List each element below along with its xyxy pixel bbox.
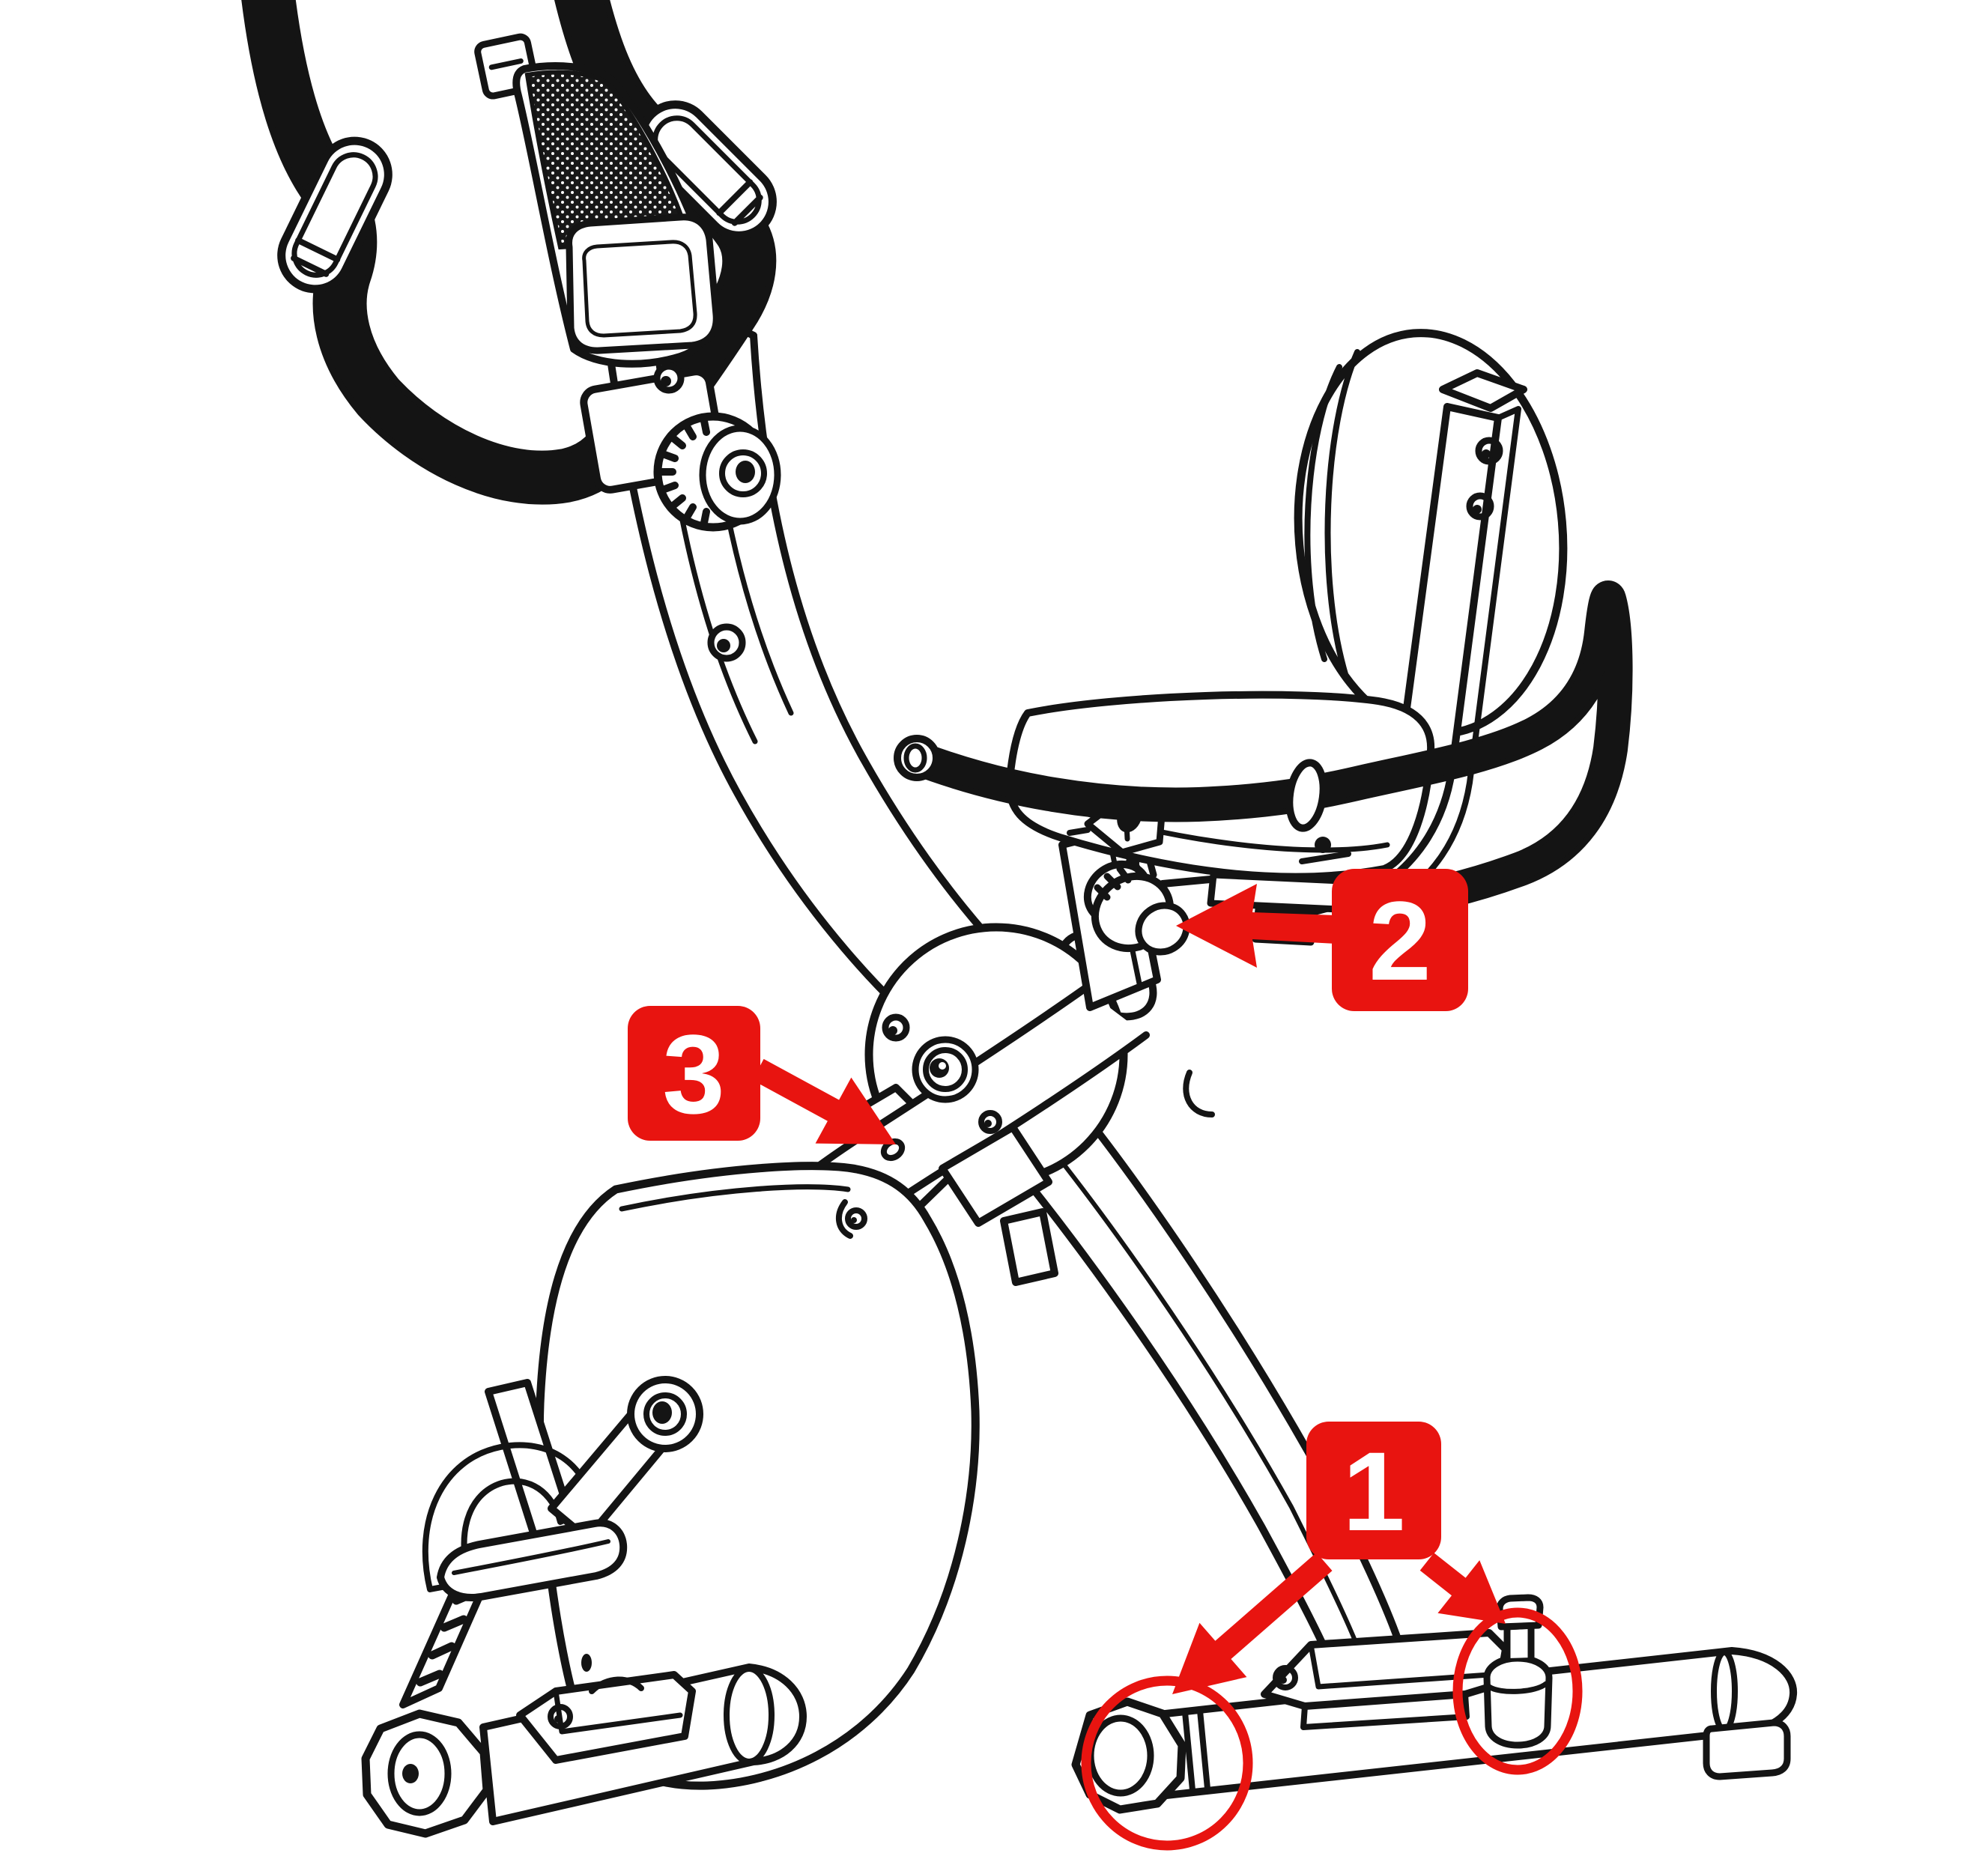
arrow-1-left — [1172, 1552, 1333, 1694]
callout-annotations: 1 2 3 — [628, 869, 1583, 1851]
rear-foot-pad — [1703, 1719, 1791, 1780]
console-speaker-grille — [524, 70, 692, 250]
highlight-circle-left — [1081, 1675, 1253, 1851]
front-frame-tube — [970, 1072, 1412, 1690]
console-screen — [566, 213, 720, 354]
arrow-2 — [1176, 884, 1336, 968]
left-grip — [277, 136, 393, 294]
tension-block — [939, 1123, 1052, 1227]
seat-assembly — [894, 329, 1633, 1117]
arrow-3 — [752, 1058, 896, 1144]
hub-hardware — [880, 1013, 1058, 1286]
front-left-endcap — [361, 1709, 491, 1838]
stem-adjustment-dial — [653, 412, 781, 532]
pedal-platform — [437, 1519, 628, 1601]
rear-grab-handle — [894, 580, 1633, 918]
highlight-circle-right — [1452, 1607, 1583, 1775]
crank-and-pedal — [399, 1376, 703, 1708]
callout-label-2: 2 — [1332, 869, 1468, 1011]
callout-number-2: 2 — [1369, 878, 1431, 1004]
callout-label-3: 3 — [628, 1006, 760, 1141]
handlebar-assembly — [241, 0, 781, 662]
callout-number-3: 3 — [662, 1011, 724, 1137]
rear-stabilizer — [1071, 1594, 1798, 1814]
arrow-1-right — [1419, 1553, 1506, 1624]
handle-clamp-ring — [1285, 759, 1327, 832]
callout-number-1: 1 — [1342, 1428, 1404, 1554]
tension-tab — [1000, 1208, 1058, 1286]
front-stabilizer — [361, 1664, 807, 1838]
callout-label-1: 1 — [1306, 1422, 1441, 1559]
seat-locking-knob — [1083, 858, 1190, 956]
console — [474, 33, 720, 368]
